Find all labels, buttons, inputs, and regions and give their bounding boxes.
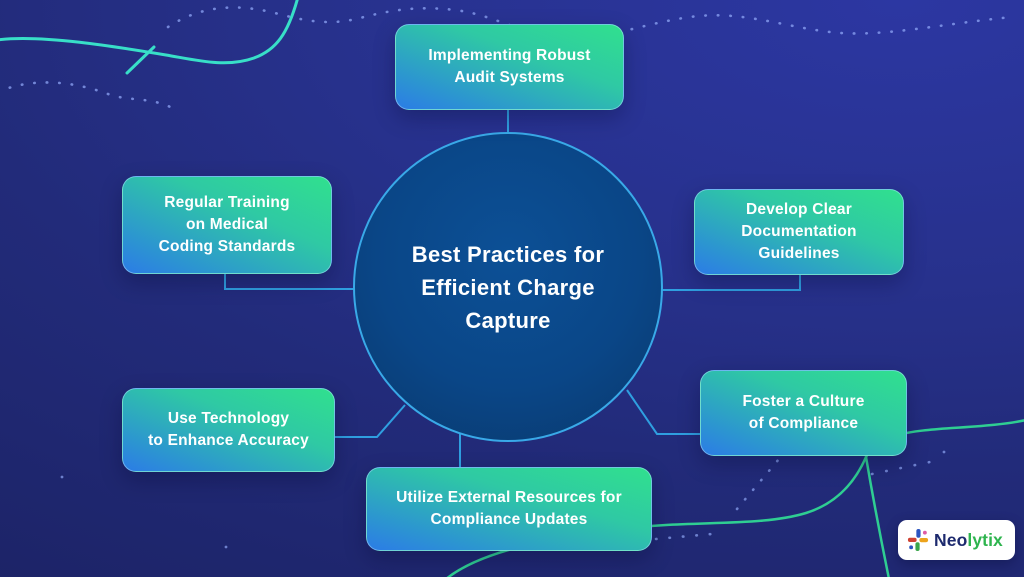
node-use-technology-enhance-accuracy: Use Technology to Enhance Accuracy: [122, 388, 335, 472]
logo-text-neo: Neo: [934, 529, 968, 550]
decor-dotted-row-right: [870, 460, 932, 476]
connector-right-upper: [660, 273, 801, 291]
node-label: Utilize External Resources for Complianc…: [396, 489, 622, 528]
node-label: Implementing Robust Audit Systems: [428, 47, 591, 86]
logo-text-lytix: lytix: [967, 529, 1003, 550]
node-implementing-robust-audit-systems: Implementing Robust Audit Systems: [395, 24, 624, 110]
node-regular-training-medical-coding: Regular Training on Medical Coding Stand…: [122, 176, 332, 274]
node-label: Develop Clear Documentation Guidelines: [741, 201, 857, 262]
decor-curve-bottom-branch: [864, 455, 890, 577]
connector-left-lower: [333, 404, 406, 438]
decor-dot: [942, 450, 946, 454]
decor-curve-top-left: [0, 0, 299, 65]
decor-dot: [60, 475, 64, 479]
node-label: Regular Training on Medical Coding Stand…: [158, 194, 296, 255]
decor-dot: [224, 545, 228, 549]
central-topic-circle: Best Practices for Efficient Charge Capt…: [353, 132, 663, 442]
connector-right-lower: [626, 389, 700, 435]
node-foster-culture-of-compliance: Foster a Culture of Compliance: [700, 370, 907, 456]
node-utilize-external-resources: Utilize External Resources for Complianc…: [366, 467, 652, 551]
node-develop-clear-documentation-guidelines: Develop Clear Documentation Guidelines: [694, 189, 904, 275]
node-label: Foster a Culture of Compliance: [742, 393, 865, 432]
decor-dotted-diagonal-bottom: [735, 457, 781, 511]
node-label: Use Technology to Enhance Accuracy: [148, 410, 309, 449]
central-topic-title: Best Practices for Efficient Charge Capt…: [411, 241, 605, 333]
decor-dotted-wave-top: [166, 6, 1014, 40]
neolytix-logo-badge: Neolytix: [898, 520, 1015, 560]
connector-left-upper: [224, 272, 356, 290]
decor-dotted-row-bottom: [654, 532, 714, 541]
decor-dotted-wave-left: [0, 81, 178, 112]
logo-wordmark: Neolytix: [934, 530, 1003, 551]
decor-dash-top-left: [125, 45, 156, 75]
neolytix-pinwheel-icon: [907, 528, 929, 552]
